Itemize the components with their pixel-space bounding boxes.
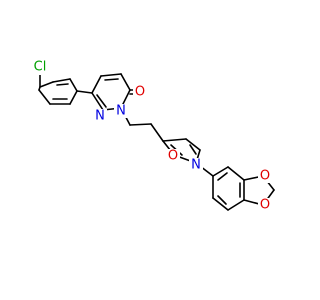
atom-group: Cl O N N O N O O bbox=[31, 60, 272, 213]
atom-label-o-oxadiazole: O bbox=[168, 149, 178, 164]
bond bbox=[69, 90, 78, 105]
atom-label-o-dioxole-top: O bbox=[260, 169, 270, 184]
bond bbox=[129, 123, 152, 126]
bond-group bbox=[38, 73, 275, 211]
atom-label-n-hydrazone: N bbox=[95, 109, 105, 124]
bond-double bbox=[217, 172, 228, 181]
atom-n-hydrazone: N bbox=[93, 109, 107, 124]
bond bbox=[212, 197, 229, 211]
atom-label-cl: Cl bbox=[34, 60, 47, 75]
bond-double bbox=[217, 195, 227, 205]
bond bbox=[91, 75, 102, 94]
bond bbox=[52, 78, 71, 83]
atom-o-oxadiazole: O bbox=[166, 149, 180, 164]
molecule-structure: Cl O N N O N O O bbox=[31, 59, 275, 213]
bond bbox=[162, 138, 187, 142]
bond bbox=[38, 89, 51, 105]
molecule-canvas: Cl O N N O N O O bbox=[31, 59, 275, 213]
bond bbox=[91, 92, 104, 111]
bond-double bbox=[104, 78, 119, 81]
bond-double bbox=[56, 83, 69, 86]
bond bbox=[227, 166, 245, 181]
atom-n-ring: N bbox=[114, 104, 128, 119]
bond bbox=[227, 199, 245, 211]
bond bbox=[39, 81, 54, 88]
atom-n-oxadiazole: N bbox=[189, 158, 203, 173]
atom-o-ketone: O bbox=[133, 84, 146, 100]
bond bbox=[100, 73, 122, 77]
bond bbox=[150, 123, 164, 142]
bond-double bbox=[189, 144, 197, 155]
atom-label-o-dioxole-bottom: O bbox=[260, 198, 270, 213]
atom-cl: Cl bbox=[31, 60, 49, 75]
atom-label-n-ring: N bbox=[116, 104, 126, 119]
bond bbox=[120, 73, 131, 91]
bond bbox=[185, 138, 201, 151]
atom-label-n-oxadiazole: N bbox=[191, 158, 201, 173]
bond bbox=[76, 90, 93, 94]
bond-double bbox=[96, 94, 107, 108]
bond bbox=[212, 166, 229, 177]
atom-o-dioxole-bottom: O bbox=[258, 198, 272, 213]
atom-label-o-ketone: O bbox=[135, 85, 145, 100]
atom-o-dioxole-top: O bbox=[258, 169, 272, 184]
bond bbox=[69, 78, 78, 92]
